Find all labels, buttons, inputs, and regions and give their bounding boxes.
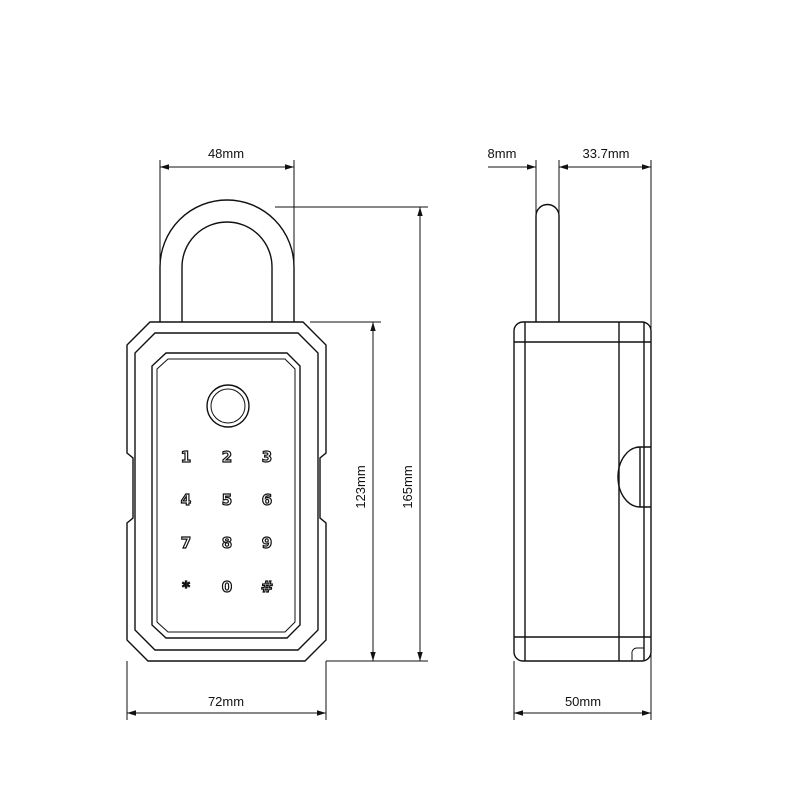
latch-notch (617, 446, 651, 508)
body-outline (126, 321, 327, 662)
fingerprint-sensor[interactable] (206, 384, 250, 428)
dim-body-height: 123mm (353, 465, 368, 508)
keypad-key-1[interactable]: 1 (180, 447, 192, 466)
keypad-key-7[interactable]: 7 (180, 533, 192, 552)
dim-shackle-offset: 33.7mm (583, 146, 630, 161)
dim-total-height: 165mm (400, 465, 415, 508)
keypad-keys: 1 2 3 4 5 6 7 8 9 * 0 # (180, 447, 274, 596)
keypad-key-9[interactable]: 9 (261, 533, 273, 552)
keypad-panel (151, 352, 301, 639)
keypad-key-hash[interactable]: # (260, 577, 274, 596)
body-frame (134, 332, 319, 651)
shackle (159, 199, 295, 322)
dim-shackle-width: 48mm (208, 146, 244, 161)
side-view (513, 203, 652, 662)
keypad-panel-inner (156, 358, 296, 633)
front-view: 1 2 3 4 5 6 7 8 9 * 0 # (126, 199, 327, 662)
dim-shackle-thickness: 8mm (488, 146, 517, 161)
keypad-key-8[interactable]: 8 (221, 533, 233, 552)
side-body (513, 321, 652, 662)
keypad-key-star[interactable]: * (181, 577, 190, 596)
keypad-key-4[interactable]: 4 (180, 490, 192, 509)
dim-body-width: 72mm (208, 694, 244, 709)
fingerprint-sensor-inner (210, 388, 246, 424)
dimension-lines (126, 160, 652, 720)
side-shackle (535, 203, 560, 322)
dim-body-depth: 50mm (565, 694, 601, 709)
keypad-key-5[interactable]: 5 (221, 490, 233, 509)
keypad-key-2[interactable]: 2 (221, 447, 233, 466)
keypad-key-0[interactable]: 0 (221, 577, 233, 596)
keypad-key-6[interactable]: 6 (261, 490, 273, 509)
keypad-key-3[interactable]: 3 (261, 447, 273, 466)
